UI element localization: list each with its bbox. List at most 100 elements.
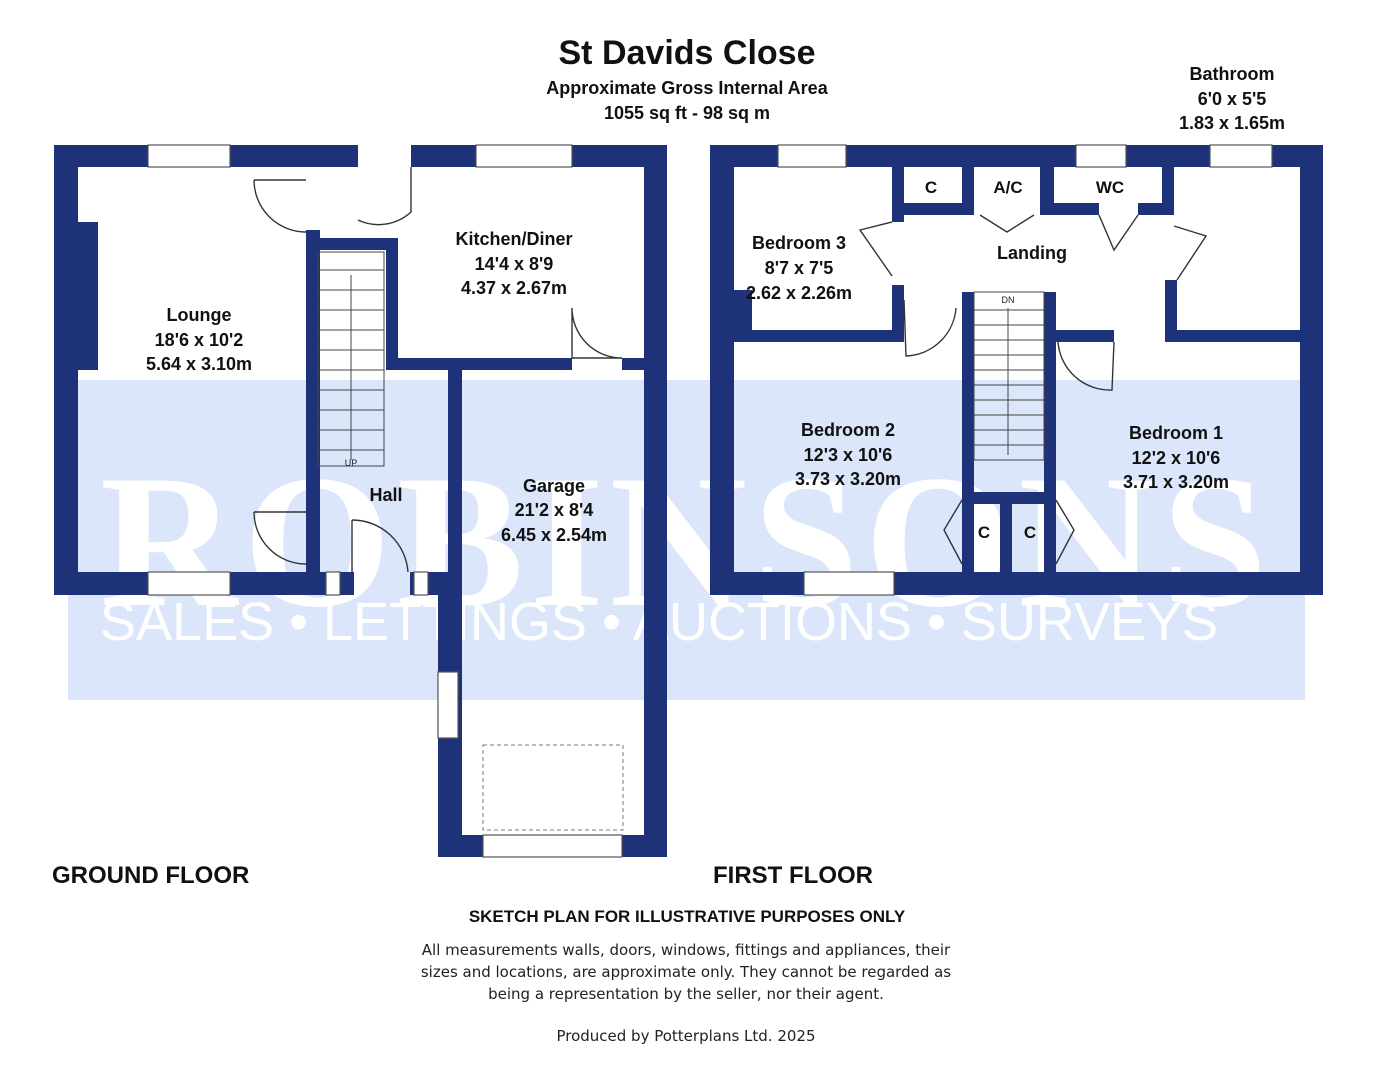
window xyxy=(803,571,895,596)
bedroom2-metric: 3.73 x 3.20m xyxy=(795,469,901,489)
kitchen-metric: 4.37 x 2.67m xyxy=(461,278,567,298)
disclaimer-heading: SKETCH PLAN FOR ILLUSTRATIVE PURPOSES ON… xyxy=(469,907,906,926)
hall-name: Hall xyxy=(369,485,402,505)
window xyxy=(413,571,429,596)
wall xyxy=(306,230,320,572)
wall xyxy=(892,203,974,215)
window xyxy=(475,144,573,168)
lounge-metric: 5.64 x 3.10m xyxy=(146,354,252,374)
bedroom3-imperial: 8'7 x 7'5 xyxy=(765,258,834,278)
bedroom3-metric: 2.62 x 2.26m xyxy=(746,283,852,303)
page-title: St Davids Close xyxy=(559,34,816,72)
bathroom-metric: 1.83 x 1.65m xyxy=(1179,113,1285,133)
wall xyxy=(438,835,483,857)
bathroom-imperial: 6'0 x 5'5 xyxy=(1198,89,1267,109)
window xyxy=(1075,144,1127,168)
garage-imperial: 21'2 x 8'4 xyxy=(515,500,594,520)
wall xyxy=(892,285,904,342)
garage-metric: 6.45 x 2.54m xyxy=(501,525,607,545)
lounge-name: Lounge xyxy=(167,305,232,325)
area-label: Approximate Gross Internal Area xyxy=(546,78,828,98)
window xyxy=(437,671,459,739)
kitchen-imperial: 14'4 x 8'9 xyxy=(475,254,554,274)
door xyxy=(1055,499,1075,565)
door xyxy=(1173,225,1208,281)
wall xyxy=(78,222,98,370)
cupboard-top-label: C xyxy=(925,178,937,197)
wall xyxy=(386,238,398,360)
wall xyxy=(710,145,1323,167)
wall xyxy=(1044,292,1056,492)
wall xyxy=(622,835,667,857)
bedroom1-name: Bedroom 1 xyxy=(1129,423,1223,443)
window xyxy=(1209,144,1273,168)
window xyxy=(325,571,341,596)
landing-name: Landing xyxy=(997,243,1067,263)
bedroom1-metric: 3.71 x 3.20m xyxy=(1123,472,1229,492)
stairs-down-label: DN xyxy=(1002,295,1015,305)
wall xyxy=(710,145,734,595)
stairs-up-label: UP xyxy=(345,458,358,468)
stairs-down xyxy=(973,291,1045,461)
wall xyxy=(1054,203,1099,215)
wall xyxy=(1044,330,1114,342)
wall xyxy=(1165,330,1300,342)
window xyxy=(147,144,231,168)
lounge-imperial: 18'6 x 10'2 xyxy=(155,330,244,350)
door xyxy=(858,221,893,277)
door xyxy=(357,167,412,226)
bathroom-name: Bathroom xyxy=(1190,64,1275,84)
bedroom3-name: Bedroom 3 xyxy=(752,233,846,253)
area-value: 1055 sq ft - 98 sq m xyxy=(604,103,770,123)
cupboard-left-label: C xyxy=(978,523,990,542)
wall xyxy=(622,358,644,370)
door xyxy=(903,299,957,357)
stairs-up xyxy=(317,251,385,467)
wall xyxy=(1300,145,1323,595)
bedroom2-name: Bedroom 2 xyxy=(801,420,895,440)
first-floor-plan: DN Bathroom 6'0 x 5'5 1.83 x 1.65m C A/C… xyxy=(710,64,1323,596)
door xyxy=(1098,214,1139,252)
airing-cupboard-label: A/C xyxy=(993,178,1022,197)
window xyxy=(777,144,847,168)
door xyxy=(943,499,963,565)
door xyxy=(351,519,409,573)
door xyxy=(253,179,307,233)
wall xyxy=(386,358,572,370)
wall xyxy=(1162,167,1174,215)
wall xyxy=(1000,492,1012,572)
wall xyxy=(644,145,667,857)
cupboard-right-label: C xyxy=(1024,523,1036,542)
ground-floor-label: GROUND FLOOR xyxy=(52,862,249,889)
wall xyxy=(54,145,78,595)
wall xyxy=(1165,280,1177,342)
wc-label: WC xyxy=(1096,178,1124,197)
watermark-band xyxy=(68,380,1305,700)
first-floor-label: FIRST FLOOR xyxy=(713,862,873,889)
door xyxy=(253,511,307,565)
bedroom2-imperial: 12'3 x 10'6 xyxy=(804,445,893,465)
door xyxy=(979,214,1035,233)
window xyxy=(147,571,231,596)
car-space xyxy=(482,744,624,831)
ground-floor-plan: UP Lounge 18'6 x 10'2 5.64 x 3.10m Kitch… xyxy=(54,144,667,858)
garage-door xyxy=(482,834,623,858)
kitchen-name: Kitchen/Diner xyxy=(455,229,572,249)
disclaimer-line-2: sizes and locations, are approximate onl… xyxy=(421,963,951,981)
wall xyxy=(710,572,1323,595)
wall xyxy=(734,290,752,330)
producer-credit: Produced by Potterplans Ltd. 2025 xyxy=(556,1027,815,1045)
watermark-brand: ROBINSONS xyxy=(100,437,1273,647)
wall xyxy=(962,167,974,215)
wall xyxy=(962,492,1056,504)
bedroom1-imperial: 12'2 x 10'6 xyxy=(1132,448,1221,468)
door xyxy=(1057,341,1115,391)
wall xyxy=(962,292,974,572)
disclaimer-line-1: All measurements walls, doors, windows, … xyxy=(422,941,951,959)
disclaimer-line-3: being a representation by the seller, no… xyxy=(488,985,884,1003)
wall xyxy=(306,238,396,250)
wall xyxy=(1040,167,1054,215)
garage-name: Garage xyxy=(523,476,585,496)
wall xyxy=(1044,492,1056,572)
